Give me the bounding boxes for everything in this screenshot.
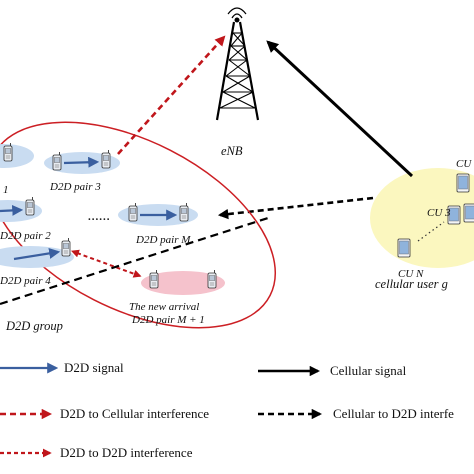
- new-arrival-line1: The new arrival: [129, 301, 199, 313]
- d2d-group-boundary: [0, 121, 277, 329]
- legend-d2d-to-d2d-label: D2D to D2D interference: [60, 445, 193, 460]
- cellular-signal-arrow: [266, 40, 414, 178]
- enb-tower: [215, 7, 260, 121]
- d2d-to-d2d-interference-arrow: [70, 249, 142, 278]
- phone-icon: [207, 269, 217, 289]
- new-arrival-pair-area: [141, 271, 225, 295]
- phone-icon: [149, 269, 159, 289]
- pair-1-label: 1: [3, 184, 9, 196]
- pair-3-label: D2D pair 3: [49, 181, 101, 193]
- cu3-label: CU 3: [427, 207, 451, 219]
- d2d-signal-arrows: [0, 156, 178, 261]
- phone-icon: [61, 237, 71, 257]
- cu-tablet-icon: [463, 203, 474, 223]
- legend-cellular-to-d2d-label: Cellular to D2D interfe: [333, 406, 454, 421]
- cellular-interference-dashed-line: [0, 216, 269, 306]
- phone-icon: [179, 202, 189, 222]
- phone-icon: [101, 149, 111, 169]
- legend-d2d-signal-label: D2D signal: [64, 360, 124, 375]
- enb-label: eNB: [221, 144, 243, 158]
- pair-2-label: D2D pair 2: [0, 230, 51, 242]
- phone-icon: [52, 151, 62, 171]
- cun-tablet-icon: [397, 238, 411, 258]
- cu-devices: [397, 173, 474, 258]
- cu-tablet-icon: [456, 173, 470, 193]
- d2d-to-cellular-interference-arrow: [117, 35, 226, 155]
- cun-label: CU N: [398, 268, 424, 280]
- legend-d2d-to-cellular-label: D2D to Cellular interference: [60, 406, 209, 421]
- phone-icon: [128, 202, 138, 222]
- pair-ellipsis: ......: [88, 211, 111, 223]
- pair-m-label: D2D pair M: [135, 234, 191, 246]
- cellular-user-group-area: [370, 168, 474, 268]
- d2d-group-label: D2D group: [5, 319, 63, 333]
- cellular-group-label: cellular user g: [375, 277, 448, 291]
- pair-4-label: D2D pair 4: [0, 275, 51, 287]
- legend-cellular-signal-label: Cellular signal: [330, 363, 407, 378]
- cu-ellipsis-dots: [417, 221, 445, 242]
- new-arrival-line2: D2D pair M + 1: [131, 314, 205, 326]
- legend: D2D signal Cellular signal D2D to Cellul…: [0, 360, 454, 460]
- phone-icon: [25, 196, 35, 216]
- cu-top-label: CU: [456, 158, 472, 170]
- phone-icon: [3, 142, 13, 162]
- cellular-to-d2d-interference-arrow: [217, 196, 374, 220]
